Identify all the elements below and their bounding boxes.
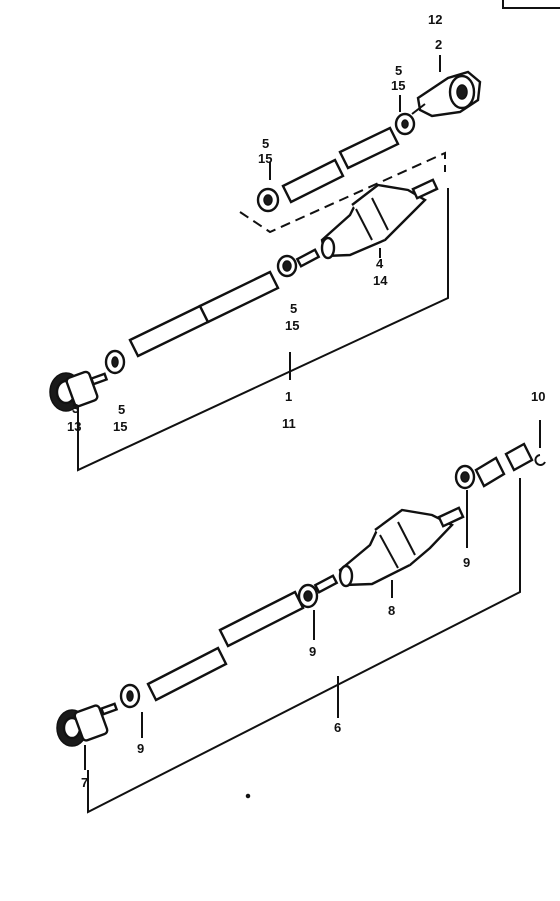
- callout-14: 14: [373, 273, 388, 288]
- universal-joint-lower: [338, 506, 465, 588]
- callout-9-c: 9: [137, 741, 144, 756]
- lower-small-tube-2: [504, 442, 534, 472]
- callout-1: 1: [285, 389, 292, 404]
- callout-5-a: 5: [262, 136, 269, 151]
- callout-7: 7: [81, 775, 88, 790]
- callout-9-b: 9: [309, 644, 316, 659]
- callout-5-d: 5: [118, 402, 125, 417]
- callout-2: 2: [435, 37, 442, 52]
- upper-small-tubes: [281, 126, 400, 204]
- callout-5-c: 5: [290, 301, 297, 316]
- callout-12: 12: [428, 12, 442, 27]
- sleeve-yoke-upper: [49, 370, 109, 412]
- upper-shaft-tube: [128, 270, 280, 358]
- callout-13: 13: [67, 419, 81, 434]
- frame-corner: [502, 0, 560, 9]
- lower-shaft-tube: [146, 590, 305, 702]
- lower-assembly-bracket: [87, 478, 521, 814]
- sleeve-yoke-lower: [56, 702, 119, 747]
- lower-small-tube-1: [474, 456, 506, 488]
- upper-shaft-assembly: [49, 55, 482, 472]
- callout-9-a: 9: [463, 555, 470, 570]
- upper-dash-box: [239, 151, 446, 234]
- lower-shaft-assembly: [56, 420, 546, 814]
- upper-assembly-bracket: [77, 188, 449, 472]
- callout-15-c: 15: [285, 318, 299, 333]
- universal-joint-upper: [320, 178, 439, 260]
- callout-11: 11: [282, 416, 296, 431]
- snap-ring-clip: [534, 454, 546, 466]
- callout-15-a: 15: [258, 151, 272, 166]
- flange-yoke: [411, 70, 482, 118]
- callout-15-d: 15: [113, 419, 127, 434]
- callout-4: 4: [376, 256, 384, 271]
- callout-3: 3: [72, 401, 79, 416]
- callout-8: 8: [388, 603, 395, 618]
- callout-5-b: 5: [395, 63, 402, 78]
- callout-10: 10: [531, 389, 545, 404]
- callout-15-b: 15: [391, 78, 405, 93]
- callout-6: 6: [334, 720, 341, 735]
